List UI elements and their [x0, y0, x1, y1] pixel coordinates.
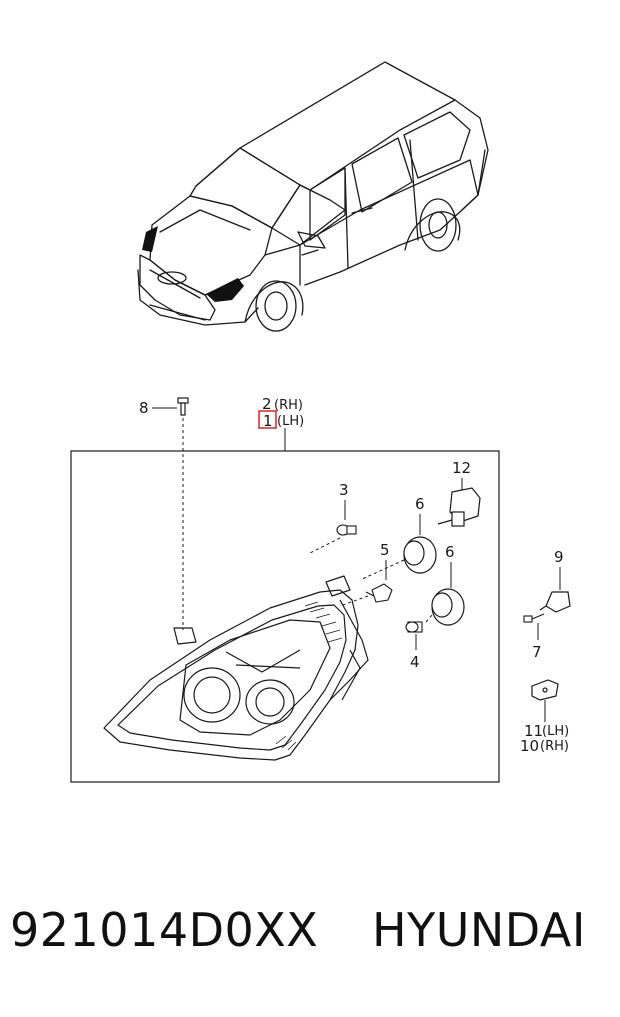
callout-7: 7: [532, 643, 542, 661]
callout-4: 4: [410, 653, 420, 671]
dust-cover-ring-lower-icon: [431, 588, 465, 626]
leveling-actuator-icon: [437, 487, 481, 527]
callout-12: 12: [452, 459, 471, 477]
socket-icon: [365, 583, 393, 603]
headlamp-left-marker: [142, 226, 158, 252]
callout-1-highlight[interactable]: [258, 410, 277, 429]
headlamp-bulb-icon: [405, 621, 423, 633]
headlamp-right-marker: [206, 278, 244, 302]
callout-8: 8: [139, 399, 149, 417]
callout-10: 10: [520, 737, 539, 755]
callout-9: 9: [554, 548, 564, 566]
callout-2: 2: [262, 395, 272, 413]
callout-2-side: (RH): [274, 398, 303, 413]
mounting-bracket-icon: [531, 679, 559, 701]
callout-1-side: (LH): [277, 414, 304, 429]
dust-cover-ring-icon: [403, 536, 437, 574]
part-number: 921014D0XX: [10, 903, 319, 957]
bolt-icon: [523, 613, 545, 623]
headlamp-assembly-icon: [103, 575, 369, 761]
side-reflector-hatch: [275, 601, 343, 751]
callout-10-side: (RH): [540, 739, 569, 754]
callout-6-upper: 6: [415, 495, 425, 513]
bracket-icon: [539, 591, 571, 613]
side-marker-bulb-icon: [336, 524, 357, 536]
callout-3: 3: [339, 481, 349, 499]
callout-1: 1: [263, 412, 273, 430]
callout-11-side: (LH): [542, 724, 569, 739]
callout-11: 11: [524, 722, 543, 740]
minivan-illustration-icon: [137, 61, 489, 332]
callout-5: 5: [380, 541, 390, 559]
brand-name: HYUNDAI: [372, 903, 586, 957]
screw-icon: [177, 397, 189, 416]
callout-6-lower: 6: [445, 543, 455, 561]
